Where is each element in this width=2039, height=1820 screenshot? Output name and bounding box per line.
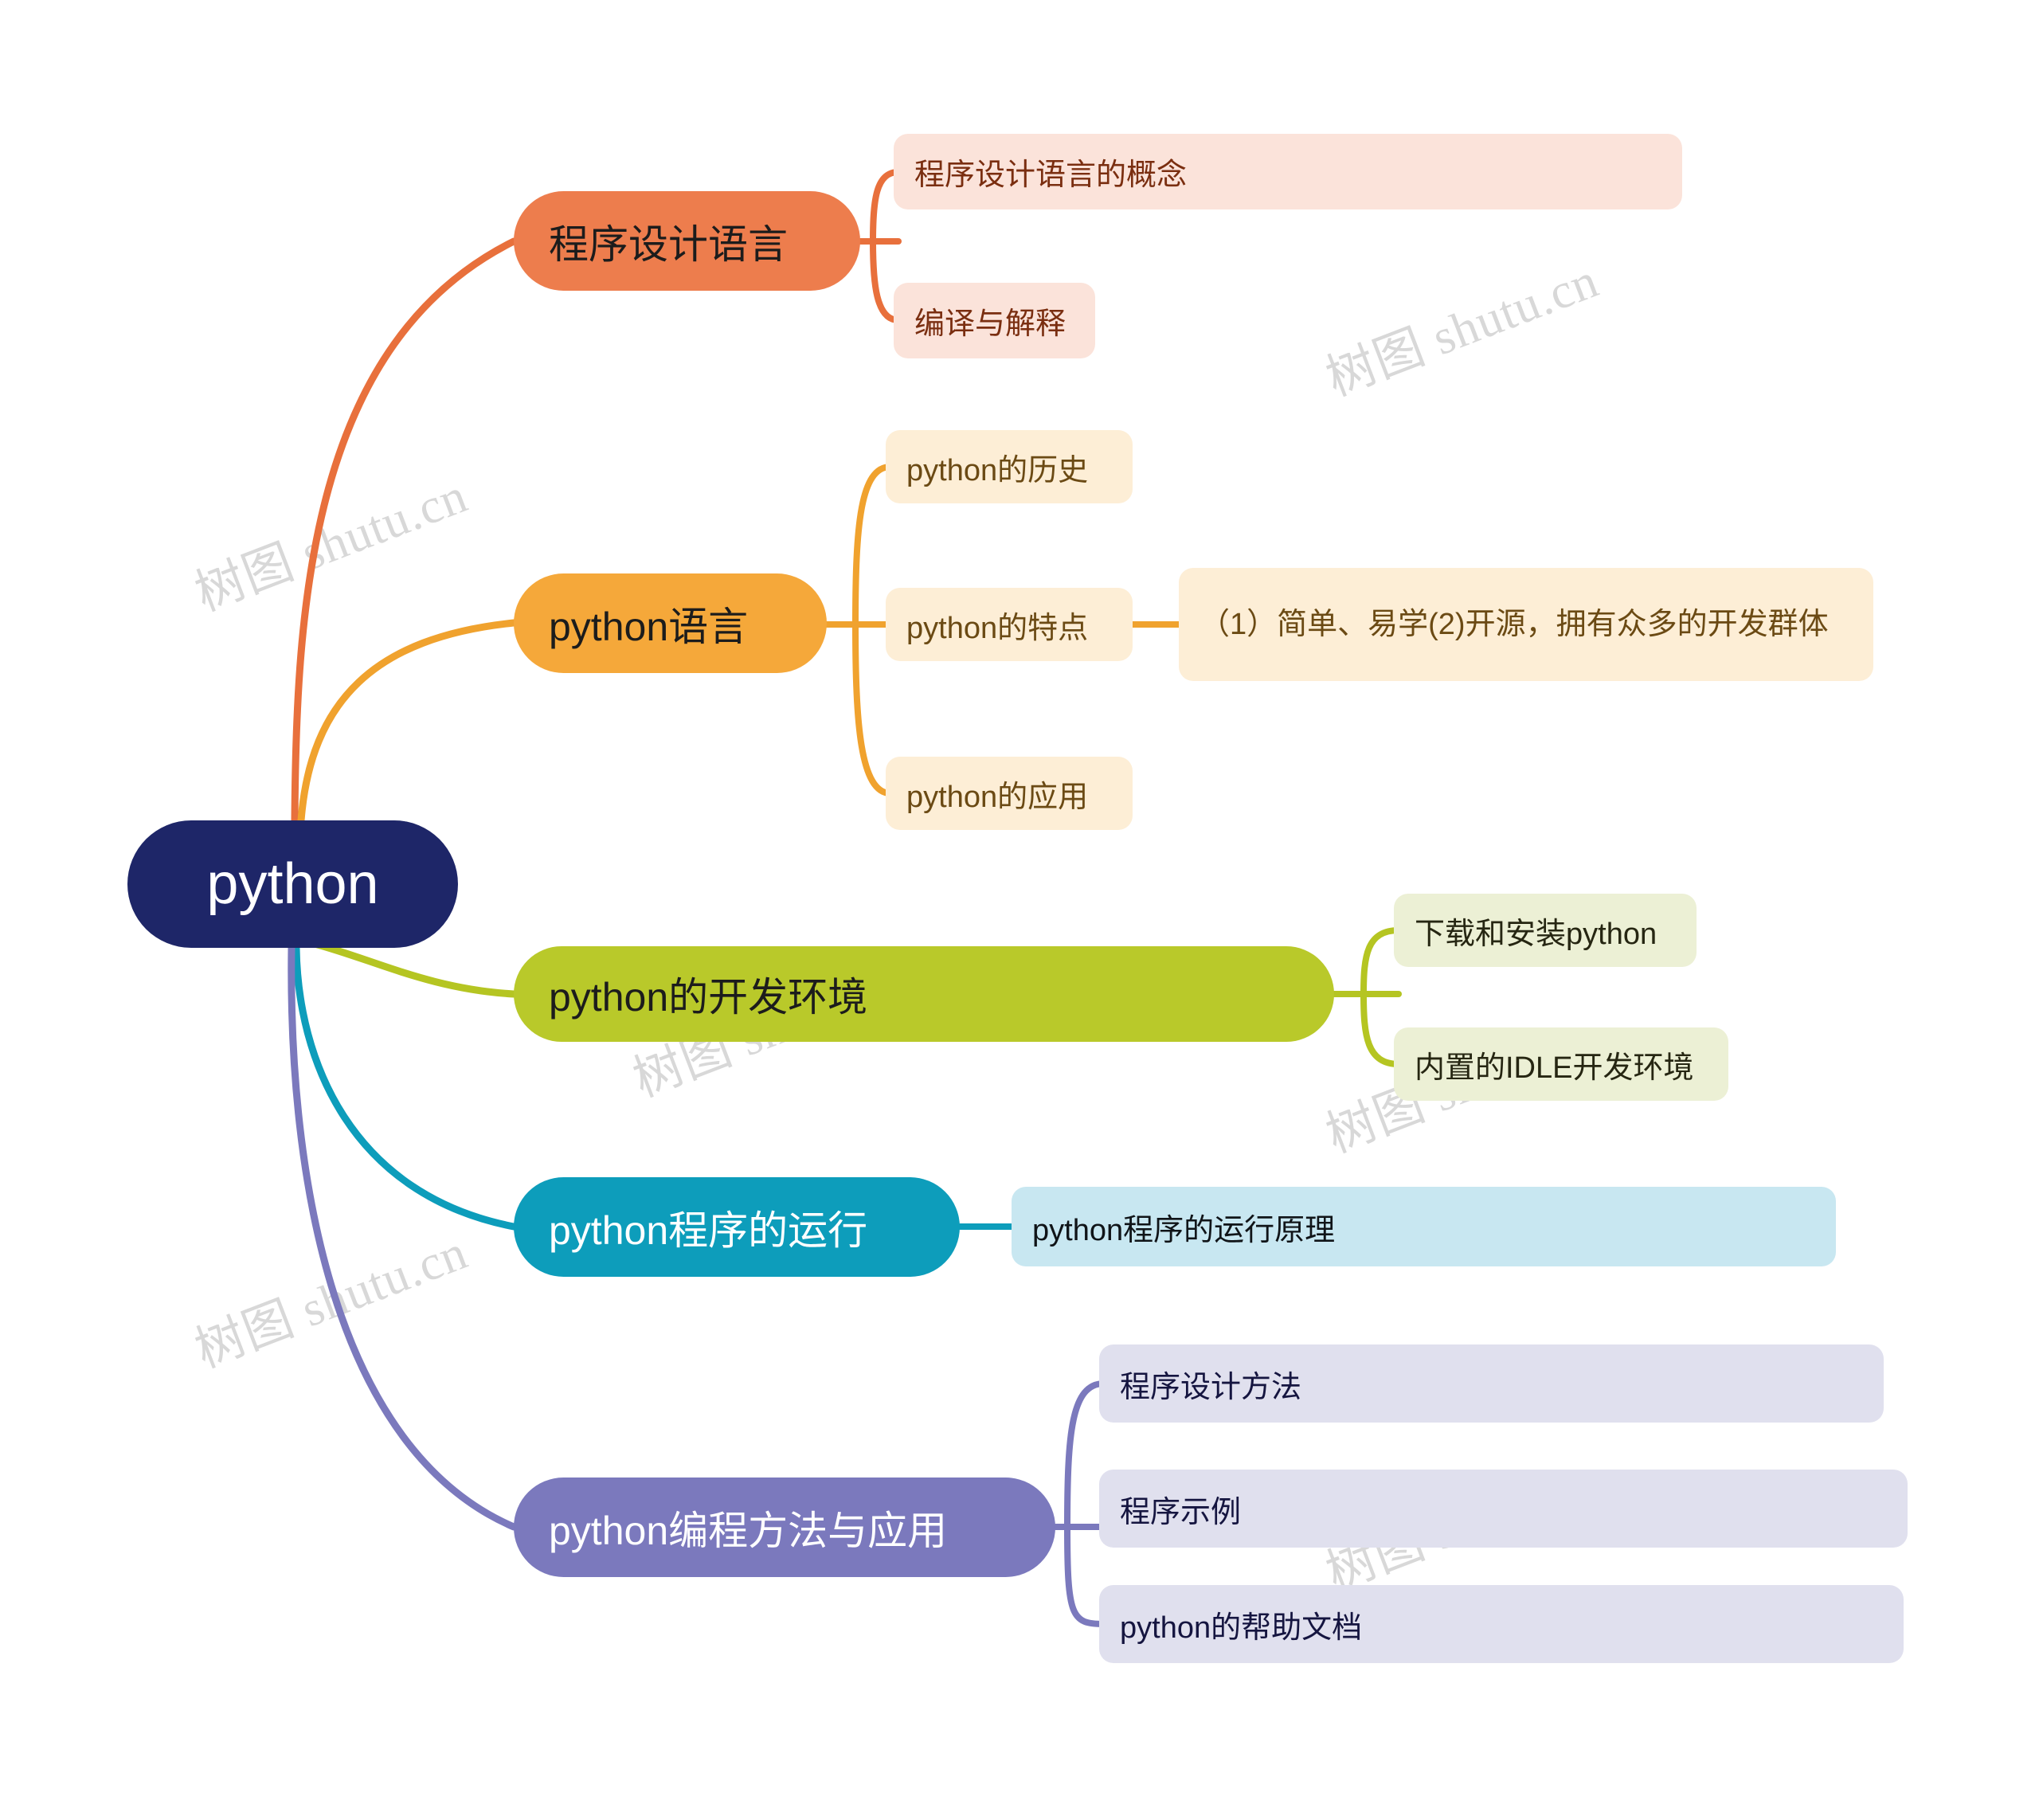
leaf-node-label: 内置的IDLE开发环境 <box>1415 1051 1694 1085</box>
watermark: 树图 shutu.cn <box>188 1225 475 1379</box>
leaf-node-label: python的特点 <box>906 611 1089 645</box>
leaf-node-python-lishi[interactable]: python的历史 <box>886 430 1133 503</box>
leaf-node-label: python的应用 <box>906 780 1089 814</box>
branch-node-python-kaifa-huanjing[interactable]: python的开发环境 <box>514 946 1334 1042</box>
leaf-node-chengxu-sheji-fangfa[interactable]: 程序设计方法 <box>1099 1344 1884 1423</box>
leaf-node-label: 程序设计方法 <box>1120 1370 1302 1404</box>
leaf-node-label: python程序的运行原理 <box>1032 1213 1336 1247</box>
edge-root-to-branch-3 <box>292 944 518 1231</box>
root-node-label: python <box>206 852 379 916</box>
edge-root-to-branch-2 <box>311 940 518 998</box>
leaf-node-label: 程序设计语言的概念 <box>914 159 1188 192</box>
leaf-node-bianyi-yu-jieshi[interactable]: 编译与解释 <box>894 283 1095 358</box>
branch-node-label: python程序的运行 <box>549 1207 868 1253</box>
branch-node-python-biancheng-fangfa-yingyong[interactable]: python编程方法与应用 <box>514 1478 1055 1577</box>
leaf-node-label: python的历史 <box>906 453 1089 487</box>
leaf-node-chengxu-shili[interactable]: 程序示例 <box>1099 1470 1908 1548</box>
branch-node-chengxu-sheji-yuyan[interactable]: 程序设计语言 <box>514 191 860 291</box>
leaf-node-python-bangzhu-wendang[interactable]: python的帮助文档 <box>1099 1585 1904 1663</box>
leaf-node-chengxu-sheji-yuyan-gainian[interactable]: 程序设计语言的概念 <box>894 134 1682 209</box>
edge-root-to-branch-1 <box>297 619 518 824</box>
leaf-node-label: python的帮助文档 <box>1120 1611 1363 1645</box>
leaf-node-neizhi-idle-kaifa-huanjing[interactable]: 内置的IDLE开发环境 <box>1394 1027 1728 1101</box>
leaf-node-label: （1）简单、易学(2)开源，拥有众多的开发群体 <box>1200 607 1829 641</box>
branch-node-label: python编程方法与应用 <box>549 1508 948 1553</box>
leaf-node-label: 程序示例 <box>1120 1495 1242 1529</box>
watermark: 树图 shutu.cn <box>188 468 475 622</box>
branch-node-python-yuyan[interactable]: python语言 <box>514 573 827 673</box>
watermark: 树图 shutu.cn <box>1319 253 1606 407</box>
branch-node-label: 程序设计语言 <box>549 221 788 267</box>
leaf-node-label: 下载和安装python <box>1415 917 1657 951</box>
branch-node-label: python语言 <box>549 604 749 649</box>
leaf-node-python-yingyong[interactable]: python的应用 <box>886 757 1133 830</box>
root-node-python[interactable]: python <box>127 820 458 948</box>
branch-node-label: python的开发环境 <box>549 975 868 1020</box>
leaf-node-python-chengxu-yunxing-yuanli[interactable]: python程序的运行原理 <box>1012 1187 1836 1266</box>
branch-node-python-chengxu-yunxing[interactable]: python程序的运行 <box>514 1177 960 1277</box>
leaf-node-python-tedian[interactable]: python的特点 <box>886 588 1133 661</box>
leaf-node-python-tedian-detail[interactable]: （1）简单、易学(2)开源，拥有众多的开发群体 <box>1179 568 1873 681</box>
leaf-node-xiazai-anzhuang-python[interactable]: 下载和安装python <box>1394 894 1697 967</box>
leaf-node-label: 编译与解释 <box>914 307 1066 341</box>
